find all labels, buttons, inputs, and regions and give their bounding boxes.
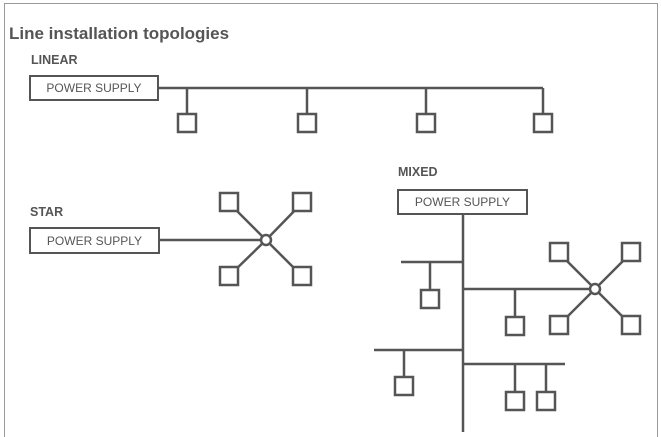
mixed-device-upper-left <box>419 288 441 310</box>
linear-topology <box>158 86 554 134</box>
star-label: STAR <box>30 205 64 219</box>
mixed-label: MIXED <box>398 165 438 179</box>
star-hub <box>259 233 273 247</box>
star-device-4 <box>291 265 313 287</box>
frame-border-left <box>4 3 5 437</box>
linear-device-2 <box>296 112 318 134</box>
mixed-power-supply: POWER SUPPLY <box>397 189 528 215</box>
mixed-star-hub <box>588 282 602 296</box>
mixed-device-lower-right-1 <box>504 390 526 412</box>
star-device-1 <box>218 191 240 213</box>
frame-border-right <box>657 3 658 437</box>
diagram-title: Line installation topologies <box>9 24 230 43</box>
linear-label: LINEAR <box>31 53 78 67</box>
star-power-supply: POWER SUPPLY <box>29 227 160 254</box>
linear-device-3 <box>415 112 437 134</box>
mixed-device-lower-right-2 <box>535 390 557 412</box>
mixed-device-lower-left <box>393 375 415 397</box>
linear-device-1 <box>176 112 198 134</box>
mixed-star-device-4 <box>620 314 642 336</box>
star-device-3 <box>218 265 240 287</box>
frame-border-top <box>4 3 658 4</box>
mixed-star-device-2 <box>620 241 642 263</box>
mixed-star-device-3 <box>548 314 570 336</box>
star-topology <box>159 191 313 287</box>
star-device-2 <box>291 191 313 213</box>
mixed-topology <box>374 214 642 432</box>
mixed-star-device-1 <box>548 241 570 263</box>
linear-power-supply: POWER SUPPLY <box>29 75 159 101</box>
mixed-device-right <box>504 315 526 337</box>
linear-device-4 <box>532 112 554 134</box>
